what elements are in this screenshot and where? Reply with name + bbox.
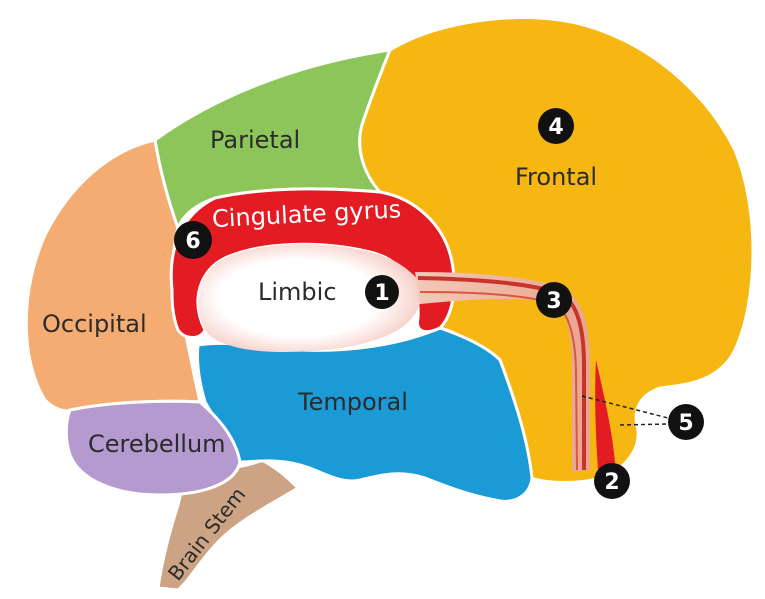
limbic-label: Limbic xyxy=(258,278,337,306)
occipital-label: Occipital xyxy=(42,310,147,338)
marker-3-badge: 3 xyxy=(536,282,572,318)
frontal-label: Frontal xyxy=(515,163,597,191)
marker-2-badge: 2 xyxy=(594,463,630,499)
temporal-label: Temporal xyxy=(297,388,408,416)
marker-4-number: 4 xyxy=(548,115,563,140)
marker-1-badge: 1 xyxy=(365,275,399,309)
marker-6-badge: 6 xyxy=(174,221,212,259)
marker-5-badge: 5 xyxy=(668,404,704,440)
parietal-label: Parietal xyxy=(210,126,300,154)
marker-6-number: 6 xyxy=(185,229,200,254)
marker-1-number: 1 xyxy=(374,281,389,306)
marker-5-number: 5 xyxy=(678,411,693,436)
marker-2-number: 2 xyxy=(604,470,619,495)
marker-3-number: 3 xyxy=(546,289,561,314)
cerebellum-label: Cerebellum xyxy=(88,430,226,458)
marker-4-badge: 4 xyxy=(538,108,574,144)
